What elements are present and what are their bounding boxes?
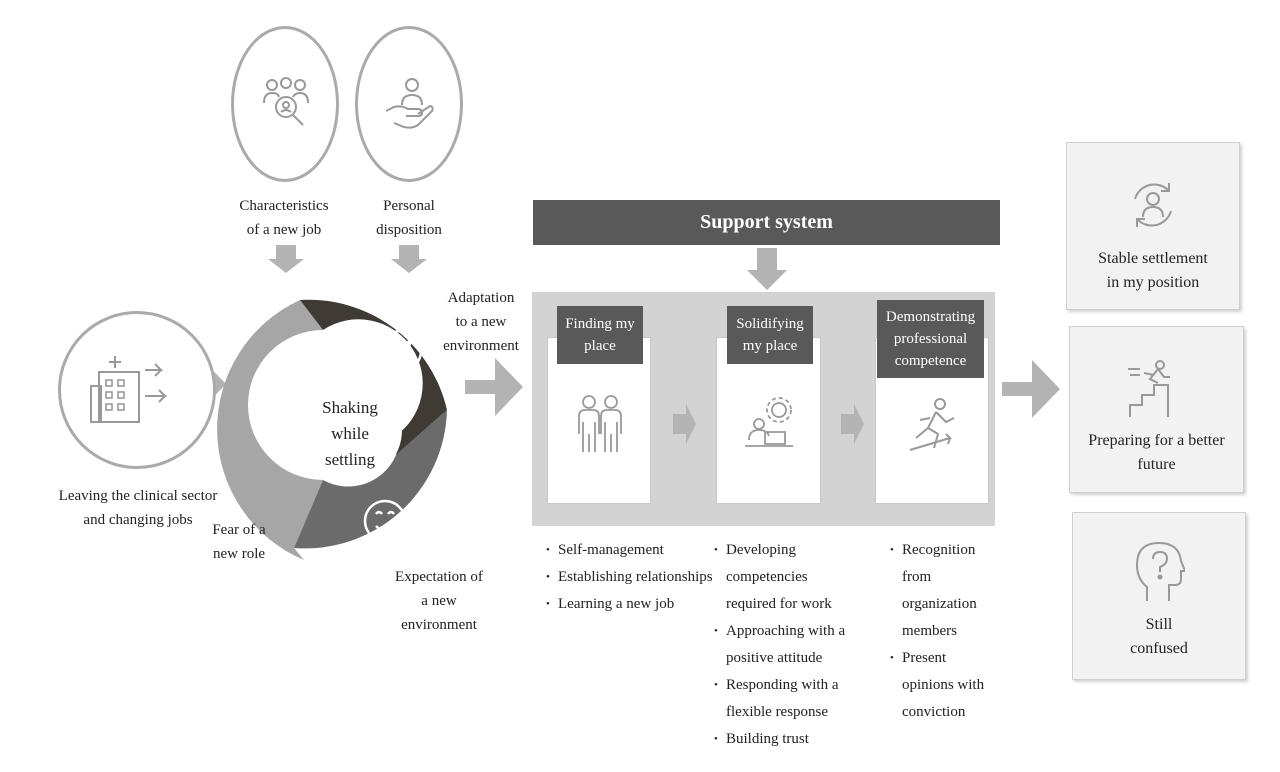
arrow-stage2-to-stage3 [841, 404, 864, 444]
stage-title-line: my place [742, 338, 798, 354]
sad-face-icon [252, 399, 294, 441]
cycle-center [298, 378, 402, 482]
bullet-item-continued: members [902, 623, 957, 639]
start-label-line: and changing jobs [83, 512, 193, 528]
outcome-label-line: confused [1130, 640, 1188, 657]
influence-label-job: Characteristics of a new job [222, 194, 346, 242]
outcome-label-line: Preparing for a better [1088, 432, 1225, 449]
happy-face-icon [379, 329, 423, 373]
outcome-confused: Still confused [1072, 512, 1246, 680]
cycle-center-line: settling [324, 450, 376, 469]
cycle-label-adaptation: Adaptation to a new environment [436, 286, 526, 358]
influence-label-disposition: Personal disposition [356, 194, 462, 242]
stage-title-line: Solidifying [736, 316, 804, 332]
smile-face-icon [363, 499, 407, 543]
influence-circle-disposition [355, 26, 463, 182]
stage-title-line: Demonstrating [885, 309, 976, 325]
cycle-label-line: environment [443, 338, 519, 354]
bullet-item-continued: competencies [726, 569, 808, 585]
running-person-icon [909, 398, 955, 451]
hospital-transfer-icon [90, 356, 168, 423]
bullet-item: Developing [714, 537, 864, 564]
stage-bullets-finding: Self-management Establishing relationshi… [546, 537, 716, 618]
two-people-icon [578, 395, 622, 452]
cycle-center-line: Shaking [322, 398, 378, 417]
cycle-label-line: Adaptation [447, 290, 515, 306]
cycle-segment-fear [217, 300, 323, 560]
start-label: Leaving the clinical sector and changing… [20, 484, 256, 532]
bullet-item-continued: required for work [726, 596, 832, 612]
cycle-label-line: new role [212, 546, 266, 562]
stage-header-demonstrating: Demonstrating professional competence [877, 300, 984, 378]
cycle-label-line: a new [421, 593, 457, 609]
stage-title-line: place [584, 338, 616, 354]
bullet-item: Self-management [546, 537, 716, 564]
stage-header-finding: Finding my place [557, 306, 643, 364]
stage-title-line: competence [894, 353, 967, 369]
cycle-label-line: Expectation of [395, 569, 483, 585]
cycle-label-line: Fear of a [212, 522, 266, 538]
outcome-label-line: Stable settlement [1098, 250, 1208, 267]
bullet-item: Establishing relationships [546, 564, 716, 591]
bullet-item: Responding with a [714, 672, 864, 699]
arrow-support-down [747, 248, 787, 290]
stage-card-finding [548, 338, 650, 503]
bullet-item-continued: opinions with [902, 677, 985, 693]
stage-title-line: professional [893, 331, 968, 347]
support-system-header: Support system [533, 200, 1000, 245]
influence-label-line: Personal [383, 198, 435, 214]
head-question-icon [1135, 541, 1185, 601]
cycle-segment-expectation [294, 410, 447, 549]
start-circle [58, 311, 216, 469]
cycle-label-line: environment [401, 617, 477, 633]
cycle-ring [217, 299, 447, 560]
bullet-item: Learning a new job [546, 591, 716, 618]
arrow-job-down [268, 245, 304, 273]
bullet-item: Recognition [890, 537, 1010, 564]
stairs-runner-icon [1128, 360, 1170, 417]
person-cycle-icon [1134, 183, 1172, 227]
outcome-preparing: Preparing for a better future [1069, 326, 1244, 493]
outcome-label-line: future [1137, 456, 1176, 473]
stage-card-solidifying [717, 338, 820, 503]
stage-bullets-solidifying: Developing competencies required for wor… [714, 537, 864, 753]
start-label-line: Leaving the clinical sector [58, 488, 218, 504]
stage-title-line: Finding my [565, 316, 635, 332]
arrow-stage1-to-stage2 [673, 404, 696, 444]
cycle-label-line: to a new [455, 314, 507, 330]
cycle-label-expectation: Expectation of a new environment [386, 565, 492, 637]
laptop-gear-icon [745, 397, 793, 447]
influence-circle-job [231, 26, 339, 182]
outcome-stable: Stable settlement in my position [1066, 142, 1240, 310]
cycle-center-label: Shaking while settling [304, 395, 396, 473]
bullet-item-continued: from [902, 569, 932, 585]
bullet-item: Present [890, 645, 1010, 672]
bullet-item: Building trust [714, 726, 864, 753]
outcome-label-line: Still [1145, 616, 1173, 633]
support-system-title: Support system [700, 211, 833, 233]
cycle-center-line: while [331, 424, 369, 443]
outcome-label-line: in my position [1106, 274, 1200, 291]
arrow-disposition-down [391, 245, 427, 273]
influence-label-line: of a new job [246, 222, 322, 238]
bullet-item-continued: positive attitude [726, 650, 823, 666]
hand-person-icon [385, 78, 434, 129]
cycle-label-fear: Fear of a new role [198, 518, 280, 566]
cycle-segment-adaptation [300, 299, 447, 455]
people-search-icon [263, 77, 309, 126]
arrow-stages-to-outcomes [1002, 360, 1060, 418]
arrow-cycle-to-stages [465, 358, 523, 416]
influence-label-line: disposition [376, 222, 442, 238]
bullet-item-continued: conviction [902, 704, 966, 720]
bullet-item-continued: flexible response [726, 704, 829, 720]
bullet-item-continued: organization [902, 596, 977, 612]
influence-label-line: Characteristics [239, 198, 329, 214]
stage-bullets-demonstrating: Recognition from organization members Pr… [890, 537, 1010, 726]
bullet-item: Approaching with a [714, 618, 864, 645]
stage-header-solidifying: Solidifying my place [727, 306, 813, 364]
